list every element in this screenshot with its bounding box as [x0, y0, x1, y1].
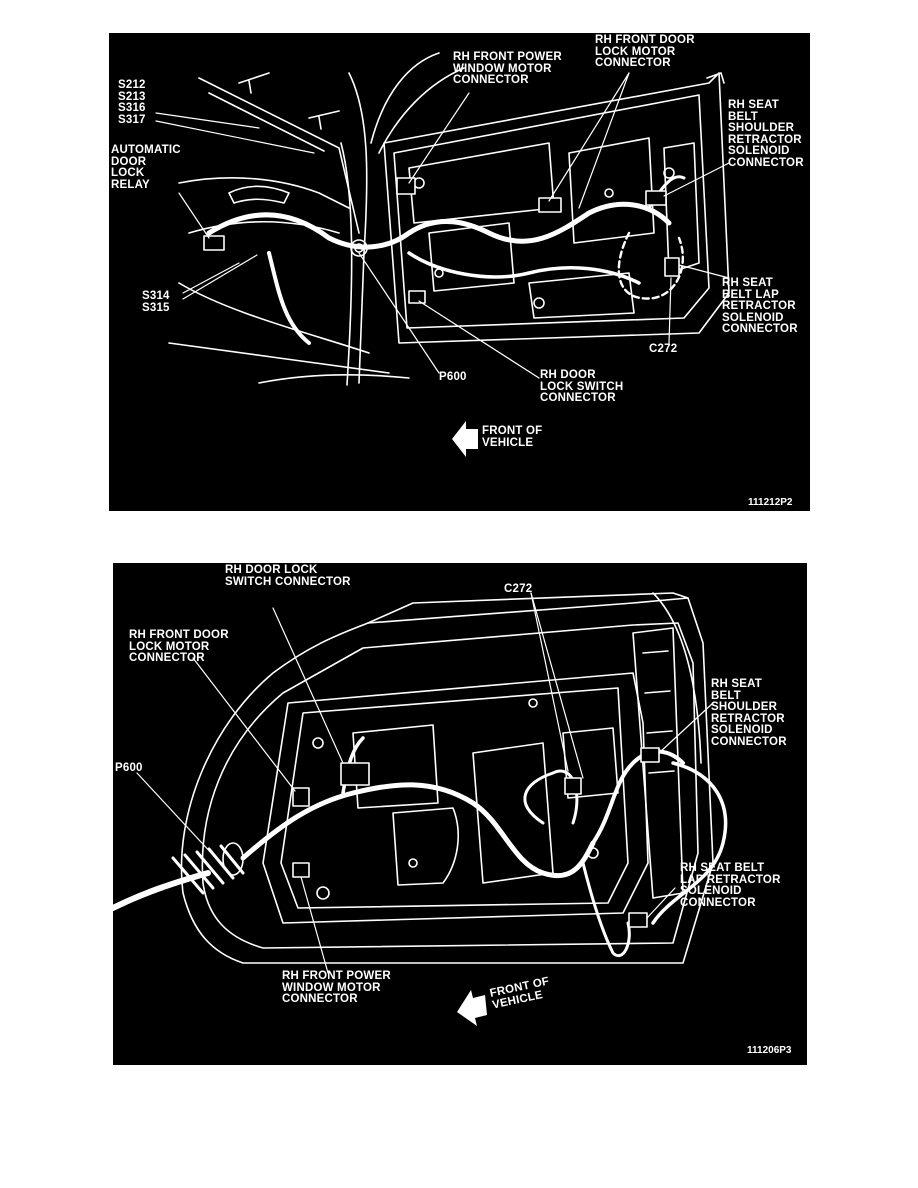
lap-retractor-solenoid-label: RH SEAT BELT LAP RETRACTOR SOLENOID CONN… [722, 277, 798, 335]
window-motor-connector-label: RH FRONT POWER WINDOW MOTOR CONNECTOR [282, 970, 391, 1005]
splice-label: S212 S213 S316 S317 [118, 79, 146, 126]
door-lock-switch-connector-label: RH DOOR LOCK SWITCH CONNECTOR [540, 369, 624, 404]
lap-retractor-solenoid-label: RH SEAT BELT LAP RETRACTOR SOLENOID CONN… [680, 862, 781, 909]
shoulder-retractor-solenoid-label: RH SEAT BELT SHOULDER RETRACTOR SOLENOID… [728, 99, 804, 169]
figure-code: 111206P3 [747, 1045, 792, 1056]
splice-label-2: S314 S315 [142, 290, 170, 314]
p600-label: P600 [439, 371, 467, 383]
c272-label: C272 [504, 583, 533, 595]
top-wiring-diagram: S212 S213 S316 S317 AUTOMATIC DOOR LOCK … [109, 33, 810, 511]
lock-motor-connector-label: RH FRONT DOOR LOCK MOTOR CONNECTOR [129, 629, 229, 664]
automatic-door-lock-relay-label: AUTOMATIC DOOR LOCK RELAY [111, 144, 181, 191]
figure-code: 111212P2 [748, 497, 793, 508]
door-wiring-illustration-top [155, 52, 730, 386]
window-motor-connector-label: RH FRONT POWER WINDOW MOTOR CONNECTOR [453, 51, 562, 86]
lock-motor-connector-label: RH FRONT DOOR LOCK MOTOR CONNECTOR [595, 34, 695, 69]
shoulder-retractor-solenoid-label: RH SEAT BELT SHOULDER RETRACTOR SOLENOID… [711, 678, 787, 748]
c272-label: C272 [649, 343, 678, 355]
door-wiring-illustration-bottom [113, 592, 728, 974]
bottom-wiring-diagram: RH DOOR LOCK SWITCH CONNECTOR C272 RH FR… [113, 563, 807, 1065]
front-of-vehicle-arrow-icon [457, 990, 487, 1026]
p600-label: P600 [115, 762, 143, 774]
front-of-vehicle-label: FRONT OF VEHICLE [482, 425, 543, 449]
front-of-vehicle-arrow-icon [452, 421, 478, 457]
door-lock-switch-connector-label: RH DOOR LOCK SWITCH CONNECTOR [225, 564, 351, 588]
